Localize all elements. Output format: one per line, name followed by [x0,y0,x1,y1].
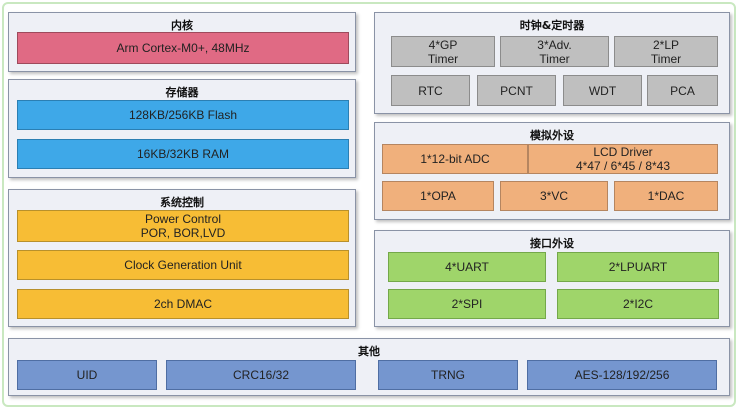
power-control-label: Power Control [144,212,222,226]
uid-box: UID [17,360,157,390]
dac-box: 1*DAC [614,181,718,211]
other-title: 其他 [358,345,380,358]
i2c-box: 2*I2C [557,289,719,319]
timers-title: 时钟&定时器 [519,19,585,32]
interface-panel: 接口外设 4*UART 2*LPUART 2*SPI 2*I2C [374,230,730,327]
spi-box: 2*SPI [388,289,546,319]
power-control-sub: POR, BOR,LVD [140,226,226,240]
ram-box: 16KB/32KB RAM [17,139,349,169]
rtc-box: RTC [391,75,470,106]
cpu-box: Arm Cortex-M0+, 48MHz [17,32,349,64]
memory-title: 存储器 [165,86,199,99]
adv-timer-box: 3*Adv.Timer [500,36,609,67]
lpuart-box: 2*LPUART [557,252,719,282]
system-control-title: 系统控制 [160,196,204,209]
crc-box: CRC16/32 [166,360,356,390]
core-panel: 内核 Arm Cortex-M0+, 48MHz [8,12,356,72]
trng-box: TRNG [378,360,518,390]
aes-box: AES-128/192/256 [527,360,717,390]
analog-title: 模拟外设 [530,129,574,142]
pcnt-box: PCNT [477,75,556,106]
uart-box: 4*UART [388,252,546,282]
core-title: 内核 [171,19,193,32]
interface-title: 接口外设 [530,237,574,250]
dmac-box: 2ch DMAC [17,289,349,319]
vc-box: 3*VC [500,181,608,211]
wdt-box: WDT [563,75,642,106]
other-panel: 其他 UID CRC16/32 TRNG AES-128/192/256 [8,338,730,396]
diagram-frame [2,2,736,407]
memory-panel: 存储器 128KB/256KB Flash 16KB/32KB RAM [8,79,356,178]
pca-box: PCA [647,75,718,106]
flash-box: 128KB/256KB Flash [17,100,349,130]
opa-box: 1*OPA [382,181,494,211]
adc-box: 1*12-bit ADC [382,144,528,174]
clock-generation-box: Clock Generation Unit [17,250,349,280]
